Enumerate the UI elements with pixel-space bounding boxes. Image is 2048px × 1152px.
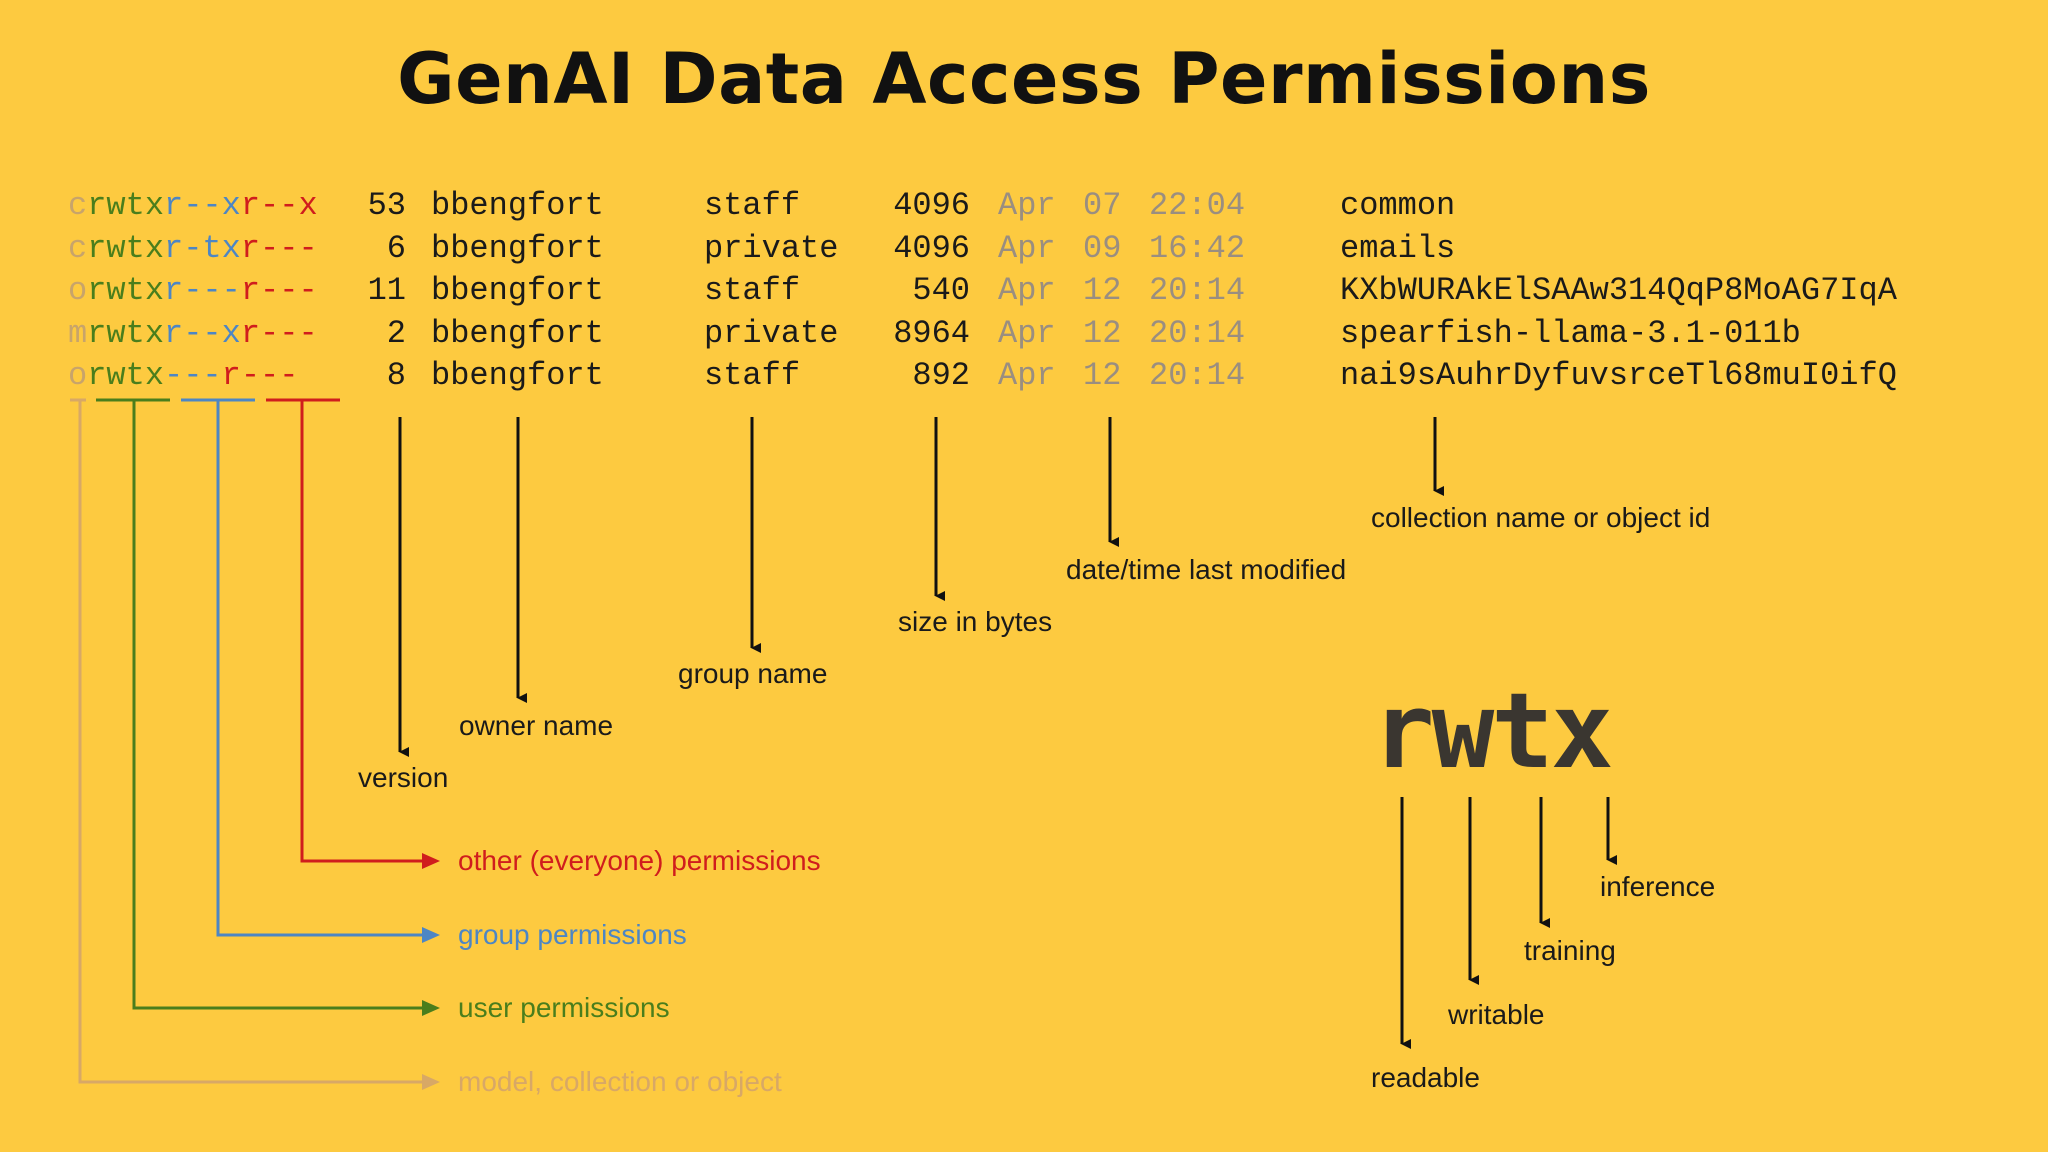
row-size: 540	[912, 272, 970, 309]
user-bits: rwtx	[87, 229, 165, 267]
row-day: 09	[1083, 229, 1122, 267]
row-version: 8	[386, 357, 406, 394]
type-bit: o	[68, 357, 88, 394]
version-label: version	[358, 762, 449, 793]
row-version: 53	[367, 187, 406, 224]
group-name-label: group name	[678, 658, 828, 689]
writable-label: writable	[1448, 999, 1545, 1030]
type-label: model, collection or object	[458, 1066, 782, 1097]
row-day: 07	[1083, 187, 1122, 224]
other-bits: r---	[240, 314, 318, 352]
row-size: 8964	[893, 314, 970, 352]
row-time: 20:14	[1149, 357, 1246, 394]
row-name: emails	[1340, 229, 1456, 267]
permission-string: orwtx---r---	[68, 355, 298, 397]
row-owner: bbengfort	[431, 272, 604, 309]
other-arrowhead	[422, 853, 440, 869]
group-permissions-label: group permissions	[458, 919, 687, 950]
type-bit: c	[68, 187, 88, 224]
permission-string: mrwtxr--xr---	[68, 313, 318, 355]
row-group-name: staff	[704, 187, 801, 224]
permission-string: crwtxr--xr--x	[68, 185, 318, 227]
row-name: spearfish-llama-3.1-011b	[1340, 314, 1801, 352]
type-bit: o	[68, 272, 88, 309]
other-bits: r---	[240, 229, 318, 267]
user-bits: rwtx	[87, 187, 165, 224]
size-label: size in bytes	[898, 606, 1053, 637]
group-bits: r--x	[164, 314, 241, 352]
group-bits: r--x	[164, 187, 241, 224]
row-owner: bbengfort	[431, 357, 604, 394]
row-name: KXbWURAkElSAAw314QqP8MoAG7IqA	[1340, 272, 1897, 309]
row-month: Apr	[998, 357, 1056, 394]
group-bits: ---	[164, 357, 222, 394]
row-owner: bbengfort	[431, 187, 604, 224]
row-month: Apr	[998, 272, 1056, 309]
row-month: Apr	[998, 314, 1056, 352]
group-arrowhead	[422, 927, 440, 943]
row-group-name: private	[704, 314, 839, 352]
row-name: nai9sAuhrDyfuvsrceTl68muI0ifQ	[1340, 357, 1897, 394]
date-label: date/time last modified	[1066, 554, 1347, 585]
row-size: 4096	[893, 229, 970, 267]
user-bits: rwtx	[87, 314, 165, 352]
type-connector	[78, 400, 425, 1084]
page-title: GenAI Data Access Permissions	[397, 38, 1651, 120]
owner-label: owner name	[459, 710, 614, 741]
row-group-name: private	[704, 229, 839, 267]
other-permissions-label: other (everyone) permissions	[458, 845, 821, 876]
training-label: training	[1524, 935, 1616, 966]
user-bits: rwtx	[87, 272, 165, 309]
permission-string: crwtxr-txr---	[68, 228, 318, 270]
type-bit: c	[68, 229, 88, 267]
row-time: 16:42	[1149, 229, 1246, 267]
group-bits: r---	[164, 272, 241, 309]
type-arrowhead	[422, 1074, 440, 1090]
row-time: 22:04	[1149, 187, 1246, 224]
row-group-name: staff	[704, 357, 801, 394]
other-bits: r---	[240, 272, 318, 309]
row-version: 6	[386, 229, 406, 267]
row-time: 20:14	[1149, 272, 1246, 309]
row-day: 12	[1083, 272, 1122, 309]
user-arrowhead	[422, 1000, 440, 1016]
other-connector	[300, 400, 425, 863]
inference-label: inference	[1600, 871, 1716, 902]
user-bits: rwtx	[87, 357, 165, 394]
row-month: Apr	[998, 229, 1056, 267]
row-size: 4096	[893, 187, 970, 224]
row-group-name: staff	[704, 272, 801, 309]
group-connector	[216, 400, 425, 937]
group-bits: r-tx	[164, 229, 241, 267]
row-size: 892	[912, 357, 970, 394]
readable-label: readable	[1371, 1062, 1480, 1093]
row-day: 12	[1083, 314, 1122, 352]
user-connector	[132, 400, 425, 1010]
row-owner: bbengfort	[431, 314, 604, 352]
row-name: common	[1340, 187, 1456, 224]
row-version: 11	[367, 272, 406, 309]
row-owner: bbengfort	[431, 229, 604, 267]
row-version: 2	[386, 314, 406, 352]
row-time: 20:14	[1149, 314, 1246, 352]
user-permissions-label: user permissions	[458, 992, 670, 1023]
type-bit: m	[68, 314, 88, 352]
other-bits: r--x	[240, 187, 318, 224]
row-day: 12	[1083, 357, 1122, 394]
permission-string: orwtxr---r---	[68, 270, 318, 312]
other-bits: r---	[221, 357, 299, 394]
rwtx-glyphs: rwtx	[1372, 670, 1613, 792]
name-label: collection name or object id	[1371, 502, 1711, 533]
row-month: Apr	[998, 187, 1056, 224]
